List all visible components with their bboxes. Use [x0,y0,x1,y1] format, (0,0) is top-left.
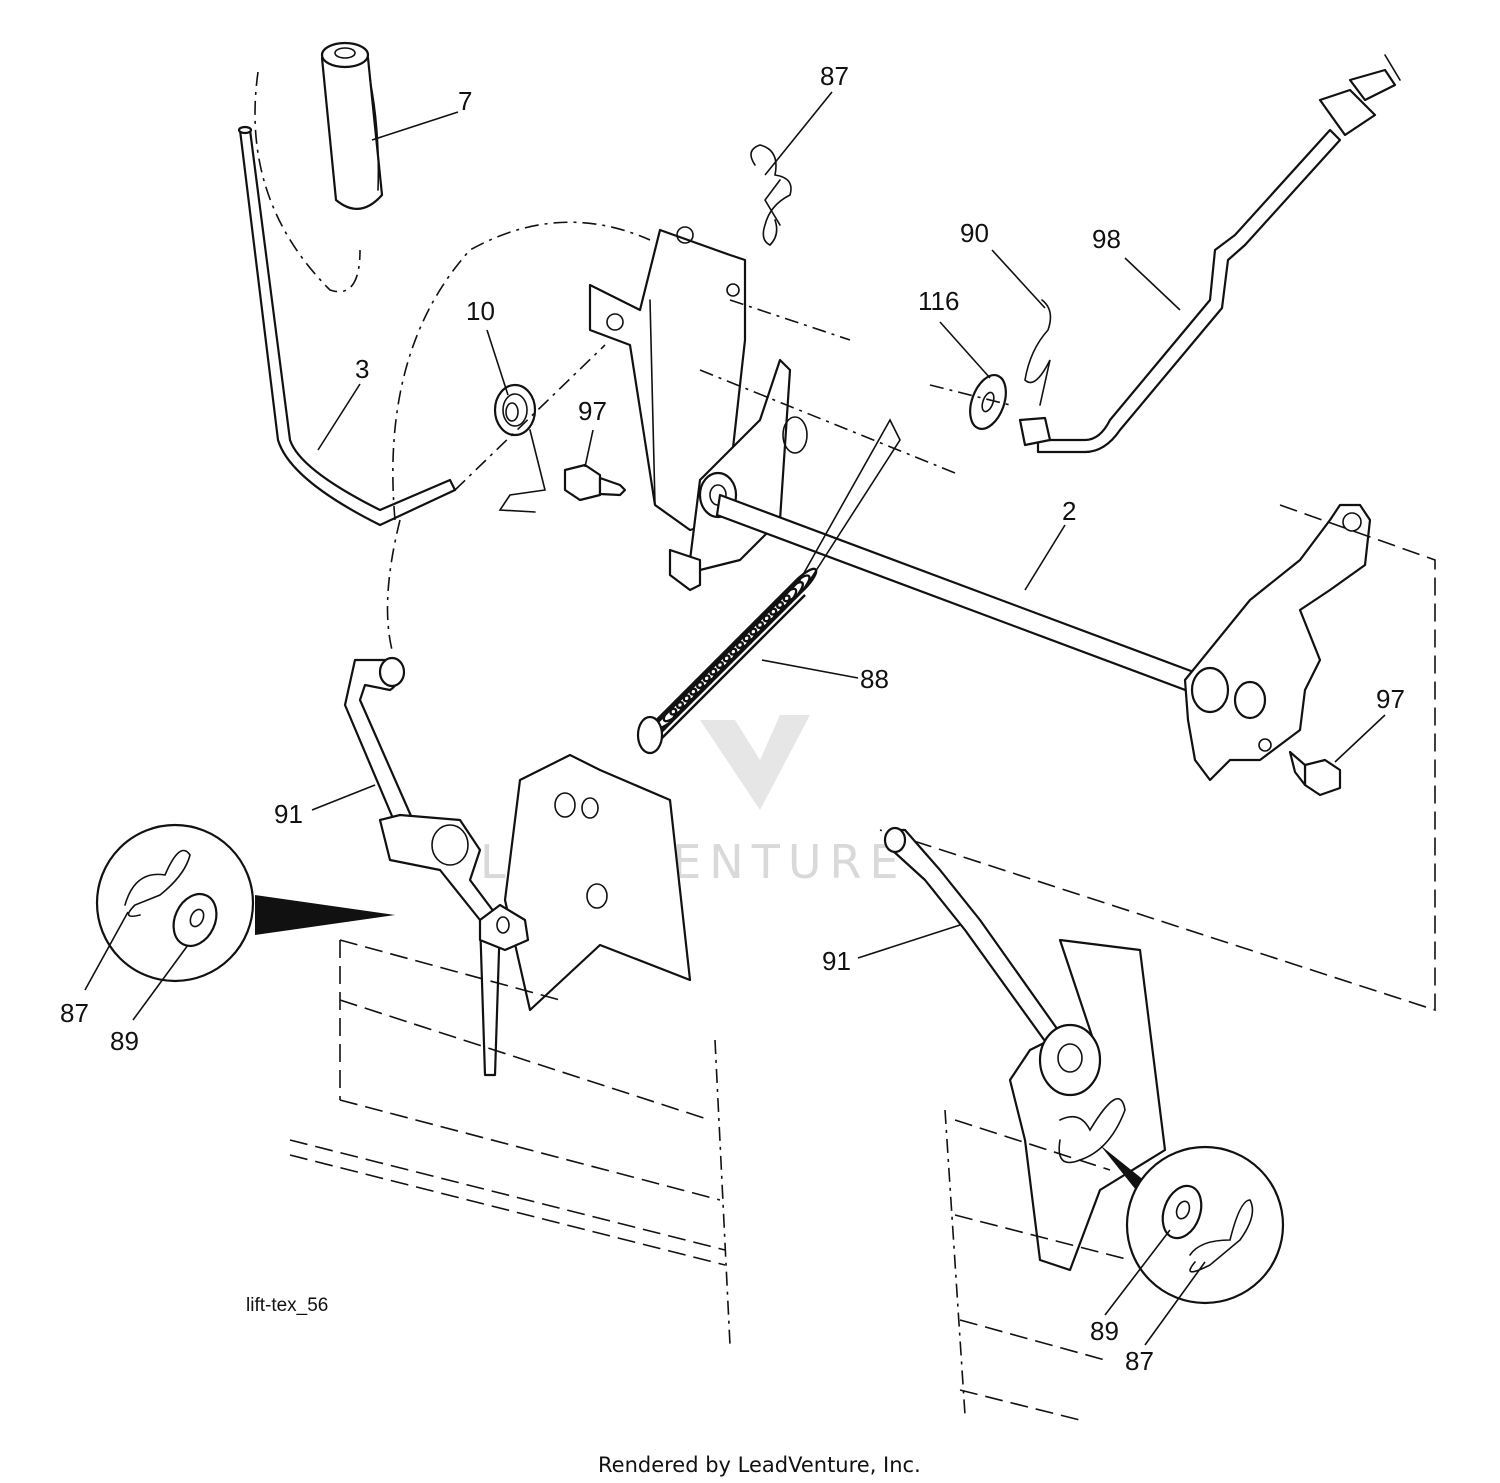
guide-line-grip [254,71,361,293]
drawing-reference: lift-tex_56 [246,1295,328,1316]
deck-outline-left [339,1099,721,1201]
callout-3: 3 [355,354,369,384]
callout-89-right: 89 [1090,1316,1119,1346]
right-deck-bracket [1008,938,1167,1272]
deck-outline-right [879,504,1436,1012]
deck-edge-left [714,1039,731,1346]
part-10-torsion-spring [493,383,546,513]
part-91-link-right [883,826,1067,1057]
leader-lines [84,91,1386,1346]
callout-87-right: 87 [1125,1346,1154,1376]
callout-87-top: 87 [820,61,849,91]
callout-87-left: 87 [60,998,89,1028]
callout-2: 2 [1062,496,1076,526]
deck-outline-left [289,1154,726,1266]
part-98-adjustment-rod [1018,54,1401,454]
deck-outline-right-lower [954,1119,1111,1171]
callout-116: 116 [918,286,959,316]
guide-line [699,369,961,476]
callout-89-left: 89 [110,1026,139,1056]
callout-91-left: 91 [274,799,303,829]
deck-outline-left [289,1139,726,1251]
part-87-hairpin-clip-top [750,144,792,246]
part-97-bolt-right [1288,750,1342,797]
part-116-washer [969,374,1007,430]
deck-outline-left [339,999,711,1121]
callout-88: 88 [860,664,889,694]
callout-97-right: 97 [1376,684,1405,714]
callout-91-right: 91 [822,946,851,976]
deck-outline-right-lower [954,1214,1131,1261]
guide-line [929,384,1011,406]
detail-circle-right [1100,1145,1285,1305]
part-91-link-left [343,656,417,837]
callout-7: 7 [458,86,472,116]
callout-98: 98 [1092,224,1121,254]
detail-circle-left [95,823,395,983]
part-97-bolt-left [563,463,627,502]
right-arm-bracket [1183,503,1372,782]
footer-credit: Rendered by LeadVenture, Inc. [598,1453,921,1477]
callout-10: 10 [466,296,495,326]
part-7-handle-grip [320,41,384,210]
guide-line-lever [386,519,401,651]
deck-edge-right [944,1109,966,1416]
callout-97-left: 97 [578,396,607,426]
guide-line [454,344,606,491]
guide-line [729,299,851,341]
watermark-logo-icon [700,715,810,810]
left-deck-bracket [378,753,692,1077]
part-2-lift-shaft [715,493,1217,702]
deck-outline-right-lower [959,1319,1106,1361]
guide-line-arc [392,221,651,521]
spring-coil [782,567,818,603]
part-88-extension-spring [636,418,901,755]
deck-outline-left [339,939,561,1001]
deck-outline-right-lower [959,1389,1081,1421]
part-3-lift-lever [237,125,457,527]
callout-90: 90 [960,218,989,248]
part-90-hairpin [1024,299,1052,406]
callouts: 7 87 90 98 116 10 3 97 2 88 97 91 91 87 … [60,61,1405,1376]
